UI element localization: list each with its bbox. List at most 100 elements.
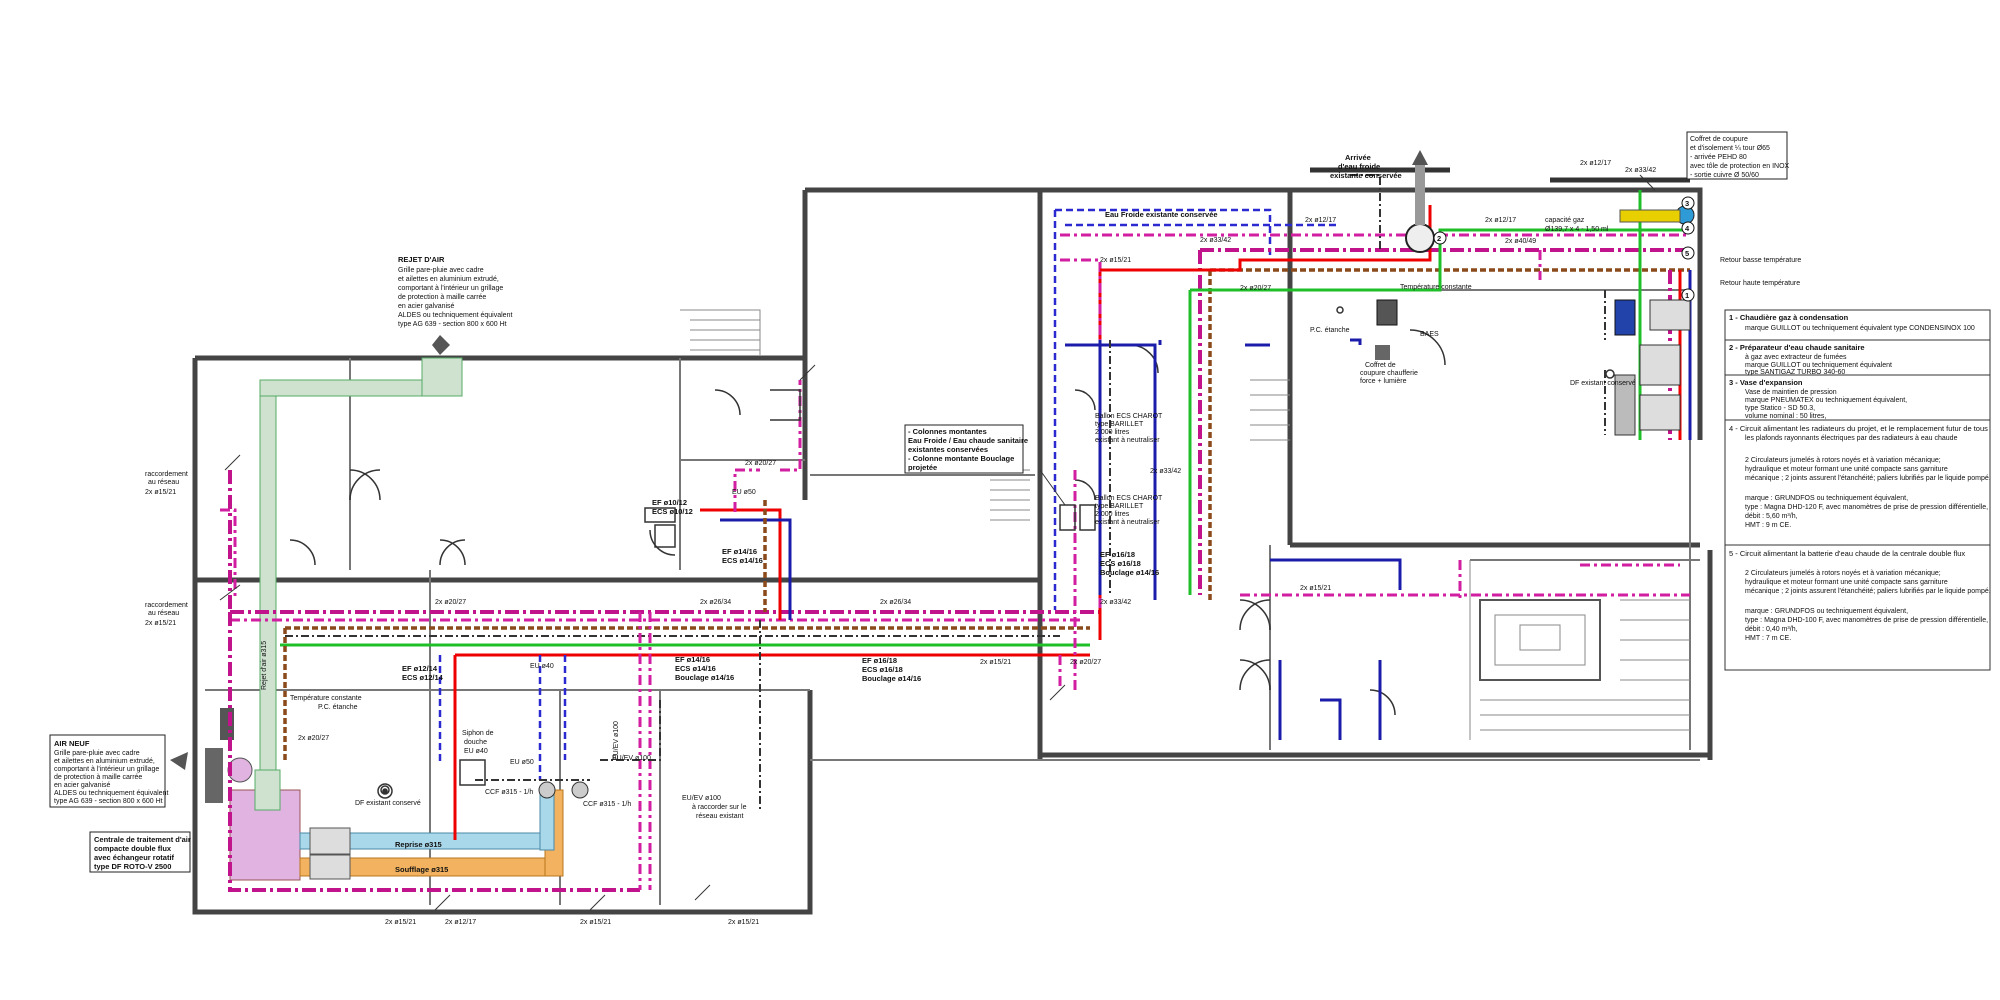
cta-line-4: type DF ROTO-V 2500	[94, 862, 171, 871]
rejet-line-5: en acier galvanisé	[398, 303, 455, 310]
rejet-vertical-label: Rejet d'air ø315	[261, 641, 268, 690]
legend-4-line-3: 2 Circulateurs jumelés à rotors noyés et…	[1745, 457, 1941, 464]
arrivee-line-3: existante conservée	[1330, 171, 1402, 180]
boiler-room-equipment	[1375, 150, 1695, 436]
tag-2: 2x ø20/27	[435, 599, 466, 606]
legend-3-line-1: Vase de maintien de pression	[1745, 389, 1837, 396]
ef-ecs-5b: ECS ø16/18	[862, 665, 903, 674]
coffret-chauffe-3: force + lumière	[1360, 378, 1407, 385]
air-line-3: comportant à l'intérieur un grillage	[54, 766, 159, 773]
arrivee-note: Arrivée d'eau froide existante conservée	[1330, 153, 1402, 180]
tag-11: 2x ø15/21	[385, 919, 416, 926]
tag-19: 2x ø12/17	[1485, 217, 1516, 224]
pipe-diameter-tags: 2x ø15/21 2x ø15/21 2x ø20/27 2x ø26/34 …	[145, 160, 1656, 926]
rejet-line-6: ALDES ou techniquement équivalent	[398, 312, 512, 319]
legend-2-title: 2 - Préparateur d'eau chaude sanitaire	[1729, 343, 1865, 352]
legend-5-line-6: marque : GRUNDFOS ou techniquement équiv…	[1745, 608, 1908, 615]
tag-3: 2x ø26/34	[700, 599, 731, 606]
euev-100-label: EU/EV ø100	[612, 755, 651, 762]
rejet-line-4: de protection à maille carrée	[398, 294, 486, 301]
tag-22: 2x ø40/49	[1505, 238, 1536, 245]
air-line-2: et ailettes en aluminium extrudé,	[54, 758, 155, 765]
raccord-2b: au réseau	[148, 610, 179, 617]
tag-7: 2x ø33/42	[1100, 599, 1131, 606]
legend-5-line-9: HMT : 7 m CE.	[1745, 635, 1791, 642]
coffret-line-2: et d'isolement ¼ tour Ø65	[1690, 145, 1770, 152]
ccf-2-label: CCF ø315 - 1/h	[583, 801, 631, 808]
tag-12: 2x ø12/17	[445, 919, 476, 926]
siphon-2: douche	[464, 739, 487, 746]
air-line-5: en acier galvanisé	[54, 782, 111, 789]
pipe-size-labels: EF ø10/12 ECS ø10/12 EF ø14/16 ECS ø14/1…	[145, 471, 1159, 874]
legend-4-line-9: débit : 5,60 m³/h,	[1745, 513, 1798, 520]
cta-line-2: compacte double flux	[94, 844, 172, 853]
legend-2-line-1: à gaz avec extracteur de fumées	[1745, 354, 1847, 361]
marker-4: 4	[1685, 224, 1690, 233]
rejet-title: REJET D'AIR	[398, 255, 445, 264]
legend-4-line-7: marque : GRUNDFOS ou techniquement équiv…	[1745, 495, 1908, 502]
rejet-line-1: Grille pare-pluie avec cadre	[398, 267, 484, 274]
capacite-dim-label: Ø139,7 x 4 - 1,50 ml	[1545, 226, 1609, 233]
tag-15: 2x ø20/27	[745, 460, 776, 467]
reprise-label: Reprise ø315	[395, 840, 442, 849]
ef-ecs-3a: EF ø12/14	[402, 664, 438, 673]
ballon2-3: 2 000 litres	[1095, 511, 1130, 518]
ef-ecs-3b: ECS ø12/14	[402, 673, 444, 682]
pc-etanche-label: P.C. étanche	[1310, 327, 1350, 334]
air-line-1: Grille pare-pluie avec cadre	[54, 750, 140, 757]
rejet-line-7: type AG 639 - section 800 x 600 Ht	[398, 321, 507, 328]
cta-line-3: avec échangeur rotatif	[94, 853, 175, 862]
ballon2-1: Ballon ECS CHAROT	[1095, 495, 1163, 502]
tag-23: 2x ø20/27	[1240, 285, 1271, 292]
temp-constante-2: Température constante	[290, 695, 362, 702]
ef-ecs-2b: ECS ø14/16	[722, 556, 763, 565]
cta-note: Centrale de traitement d'air compacte do…	[89, 831, 191, 873]
ballon1-4: existant à neutraliser	[1095, 437, 1160, 444]
leader-arrows	[219, 174, 1656, 911]
legend-1-line-1: marque GUILLOT ou techniquement équivale…	[1745, 325, 1975, 332]
legend-5-title: 5 - Circuit alimentant la batterie d'eau…	[1729, 549, 1965, 558]
raccord-1b: au réseau	[148, 479, 179, 486]
tag-16: 2x ø20/27	[298, 735, 329, 742]
euev-raccord-2: à raccorder sur le	[692, 804, 747, 811]
rejet-line-3: comportant à l'intérieur un grillage	[398, 285, 503, 292]
legend-2-line-3: type SANTIGAZ TURBO 340-60	[1745, 369, 1845, 376]
stairs-and-elevator	[680, 309, 1690, 740]
marker-3: 3	[1685, 199, 1689, 208]
legend-4-line-1: les plafonds rayonnants électriques par …	[1745, 435, 1958, 442]
tag-1: 2x ø15/21	[145, 620, 176, 627]
soufflage-label: Soufflage ø315	[395, 865, 448, 874]
arrivee-line-1: Arrivée	[1345, 153, 1371, 162]
coffret-chauffe-1: Coffret de	[1365, 362, 1396, 369]
legend-4-line-5: mécanique ; 2 joints assurent l'étanchéi…	[1745, 475, 1991, 482]
equipment-legend: 1 - Chaudière gaz à condensation marque …	[1724, 309, 1991, 671]
coffret-note: Coffret de coupure et d'isolement ¼ tour…	[1686, 131, 1790, 180]
air-line-4: de protection à maille carrée	[54, 774, 142, 781]
legend-5-line-8: débit : 0,40 m³/h,	[1745, 626, 1798, 633]
eau-froide-label: Eau Froide existante conservée	[1105, 210, 1218, 219]
ccf-1-label: CCF ø315 - 1/h	[485, 789, 533, 796]
eu-50b-label: EU ø50	[510, 759, 534, 766]
ef-ecs-4a: EF ø14/16	[675, 655, 710, 664]
df-existant-label: DF existant conservé	[1570, 380, 1636, 387]
ballon1-3: 2 000 litres	[1095, 429, 1130, 436]
legend-3-title: 3 - Vase d'expansion	[1729, 378, 1803, 387]
siphon-1: Siphon de	[462, 730, 494, 737]
fixtures	[377, 306, 1615, 799]
doors	[289, 329, 1446, 716]
ef-ecs-4c: Bouclage ø14/16	[675, 673, 734, 682]
coffret-line-1: Coffret de coupure	[1690, 136, 1748, 143]
legend-3-line-2: marque PNEUMATEX ou techniquement équiva…	[1745, 397, 1907, 404]
colonnes-line-3: existantes conservées	[908, 445, 988, 454]
tag-10: 2x ø15/21	[1100, 257, 1131, 264]
tag-6: 2x ø20/27	[1070, 659, 1101, 666]
df-existant-2: DF existant conservé	[355, 800, 421, 807]
legend-3-line-4: volume nominal : 50 litres,	[1745, 413, 1826, 420]
tag-13: 2x ø15/21	[580, 919, 611, 926]
retour-haute-label: Retour haute température	[1720, 280, 1800, 287]
baes-label: BAES	[1420, 331, 1439, 338]
ballon1-2: type BARILLET	[1095, 421, 1144, 428]
tag-4: 2x ø26/34	[880, 599, 911, 606]
ballon1-1: Ballon ECS CHAROT	[1095, 413, 1163, 420]
